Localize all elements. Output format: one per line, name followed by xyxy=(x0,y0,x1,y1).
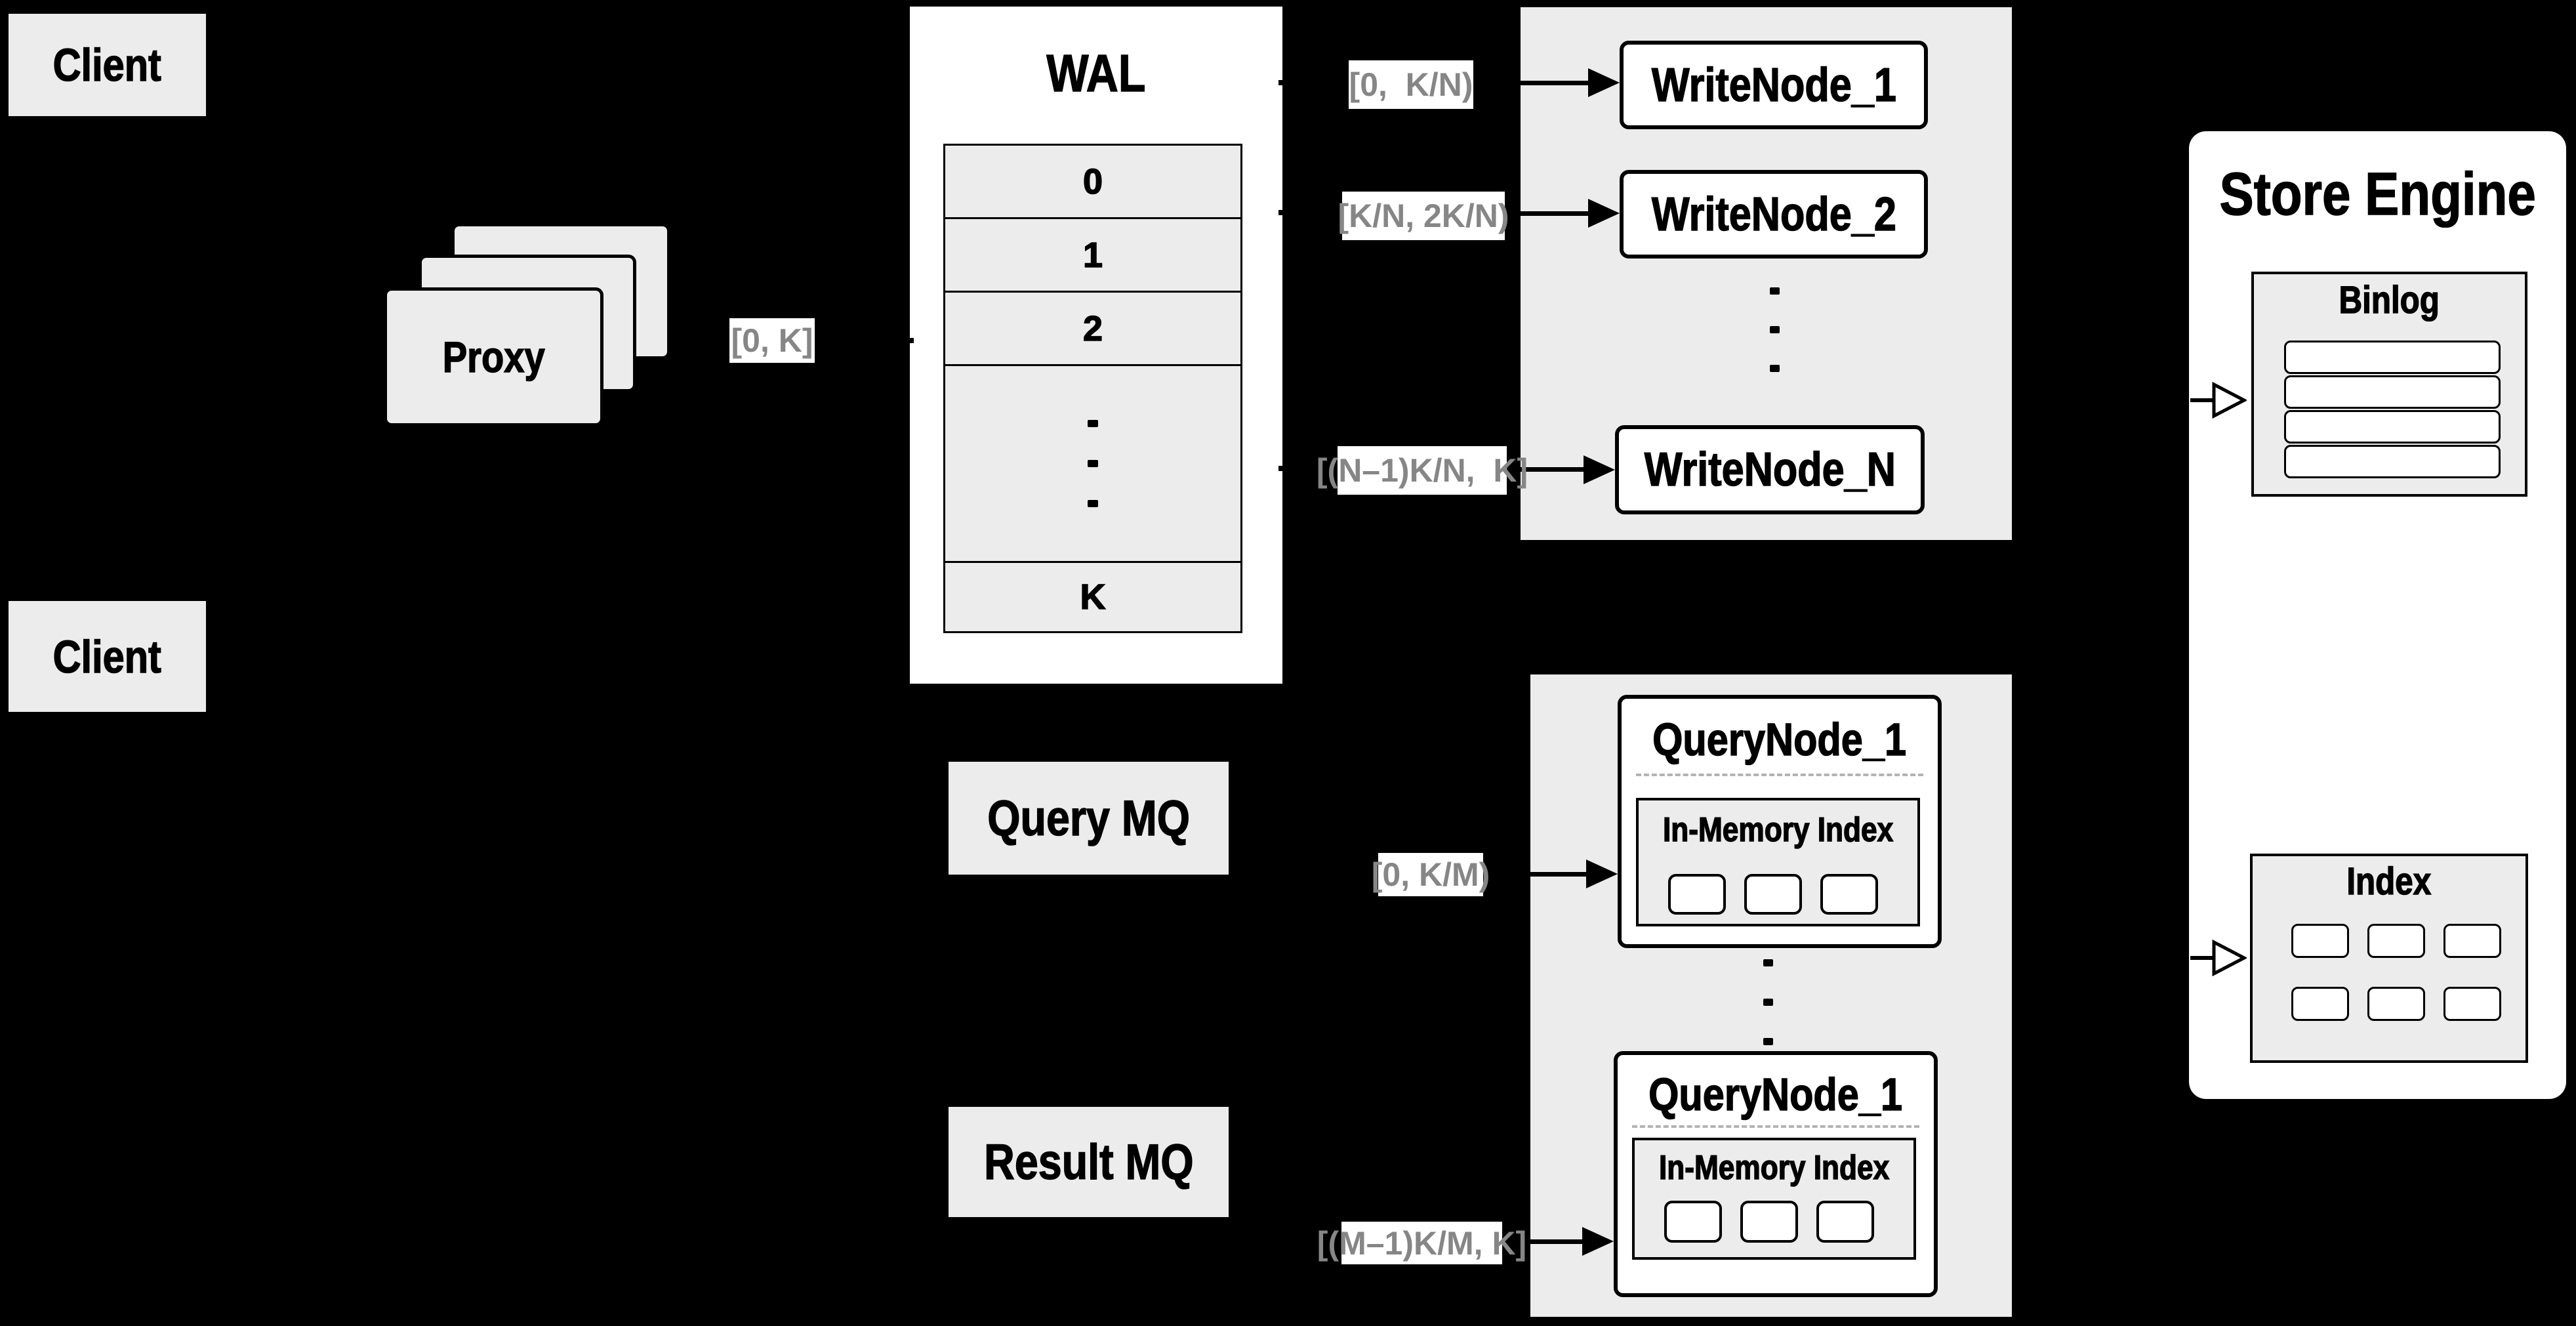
index-box xyxy=(2250,854,2528,1063)
index-title-wrap: Index xyxy=(2250,860,2528,903)
in-memory-index-bottom-title: In-Memory Index xyxy=(1658,1148,1890,1188)
wal-title-wrap: WAL xyxy=(907,39,1285,108)
client-box-top: Client xyxy=(7,12,208,118)
ellipsis-dot xyxy=(1763,999,1773,1006)
arrowhead-query-node-top xyxy=(1586,860,1618,888)
write-node-2-label: WriteNode_2 xyxy=(1651,188,1896,241)
query-node-bottom-title-wrap: QueryNode_1 xyxy=(1614,1068,1938,1121)
arrow-to-write-node-2 xyxy=(1517,211,1589,216)
wal-slot-k: K xyxy=(943,561,1242,633)
range-label-write-n: [(N–1)K/N, K] xyxy=(1317,446,1528,495)
index-cell xyxy=(2443,987,2501,1021)
index-cell xyxy=(2443,924,2501,958)
index-segment xyxy=(1744,874,1802,915)
query-node-top-separator xyxy=(1636,774,1923,776)
result-mq-box: Result MQ xyxy=(947,1105,1231,1219)
index-segment xyxy=(1664,1201,1722,1243)
client-box-bottom: Client xyxy=(7,599,208,714)
write-node-n: WriteNode_N xyxy=(1615,425,1925,514)
range-label-write-2: [K/N, 2K/N) xyxy=(1338,192,1509,240)
open-arrowhead-binlog xyxy=(2212,382,2247,419)
wal-slot-0-label: 0 xyxy=(1082,161,1103,202)
write-node-1-label: WriteNode_1 xyxy=(1651,58,1896,112)
query-node-top-title: QueryNode_1 xyxy=(1652,713,1907,766)
arrow-to-query-node-top xyxy=(1529,872,1587,877)
binlog-row xyxy=(2284,341,2501,374)
wal-slot-0: 0 xyxy=(943,144,1242,219)
wal-slot-2-label: 2 xyxy=(1082,308,1103,349)
connector-stub xyxy=(1278,210,1285,215)
arrowhead-write-node-1 xyxy=(1588,68,1620,97)
connector-stub xyxy=(1278,80,1285,85)
wal-slot-2: 2 xyxy=(943,291,1242,366)
arrowhead-write-node-2 xyxy=(1588,199,1620,228)
in-memory-index-top-title: In-Memory Index xyxy=(1662,810,1894,850)
index-cell xyxy=(2291,924,2349,958)
store-engine-title: Store Engine xyxy=(2219,160,2537,228)
ellipsis-dot xyxy=(1088,500,1098,507)
query-node-bottom-separator xyxy=(1632,1125,1919,1128)
in-memory-index-top-title-wrap: In-Memory Index xyxy=(1636,810,1920,850)
query-node-top-title-wrap: QueryNode_1 xyxy=(1618,712,1942,767)
open-arrowhead-index xyxy=(2212,940,2247,976)
index-cell xyxy=(2367,924,2425,958)
wal-title: WAL xyxy=(1046,43,1146,103)
index-title: Index xyxy=(2346,860,2432,903)
arrow-to-write-node-1 xyxy=(1517,81,1589,85)
wal-slot-1-label: 1 xyxy=(1082,235,1103,276)
ellipsis-dot xyxy=(1770,287,1780,295)
range-label-query-1: [0, K/M) xyxy=(1372,853,1490,896)
ellipsis-dot xyxy=(1770,326,1780,333)
client-top-label: Client xyxy=(52,39,162,91)
client-bottom-label: Client xyxy=(52,631,162,683)
binlog-title: Binlog xyxy=(2339,278,2440,322)
ellipsis-dot xyxy=(1088,420,1098,427)
arrow-to-binlog xyxy=(2190,398,2214,402)
connector-stub xyxy=(907,338,914,343)
ellipsis-dot xyxy=(1763,959,1773,966)
ellipsis-dot xyxy=(1770,365,1780,372)
write-node-2: WriteNode_2 xyxy=(1620,170,1928,259)
binlog-row xyxy=(2284,445,2501,478)
write-node-n-label: WriteNode_N xyxy=(1644,443,1896,497)
range-label-proxy-to-wal: [0, K] xyxy=(729,318,815,363)
index-segment xyxy=(1820,874,1878,915)
proxy-label: Proxy xyxy=(442,332,545,382)
index-segment xyxy=(1668,874,1726,915)
range-label-write-1: [0, K/N) xyxy=(1349,60,1473,109)
binlog-title-wrap: Binlog xyxy=(2251,278,2527,322)
query-node-bottom-title: QueryNode_1 xyxy=(1648,1068,1903,1121)
query-mq-box: Query MQ xyxy=(947,760,1231,877)
wal-slot-k-label: K xyxy=(1080,577,1107,617)
index-cell xyxy=(2367,987,2425,1021)
arrow-to-index xyxy=(2190,956,2214,960)
binlog-row xyxy=(2284,410,2501,444)
proxy-box: Proxy xyxy=(384,287,603,426)
store-engine-title-wrap: Store Engine xyxy=(2189,157,2566,231)
range-label-query-m: [(M–1)K/M, K] xyxy=(1317,1222,1526,1264)
binlog-row xyxy=(2284,375,2501,409)
arrowhead-write-node-n xyxy=(1584,455,1615,484)
ellipsis-dot xyxy=(1088,460,1098,467)
index-segment xyxy=(1740,1201,1798,1243)
arrowhead-query-node-bottom xyxy=(1582,1227,1614,1256)
ellipsis-dot xyxy=(1763,1038,1773,1045)
connector-stub xyxy=(1278,466,1285,471)
in-memory-index-bottom-title-wrap: In-Memory Index xyxy=(1632,1148,1916,1188)
arrow-to-query-node-bottom xyxy=(1529,1239,1583,1244)
wal-slot-1: 1 xyxy=(943,217,1242,293)
index-cell xyxy=(2291,987,2349,1021)
result-mq-label: Result MQ xyxy=(983,1134,1194,1191)
arrow-to-write-node-n xyxy=(1517,467,1585,472)
index-segment xyxy=(1816,1201,1874,1243)
write-node-1: WriteNode_1 xyxy=(1620,41,1928,129)
query-mq-label: Query MQ xyxy=(987,790,1190,847)
